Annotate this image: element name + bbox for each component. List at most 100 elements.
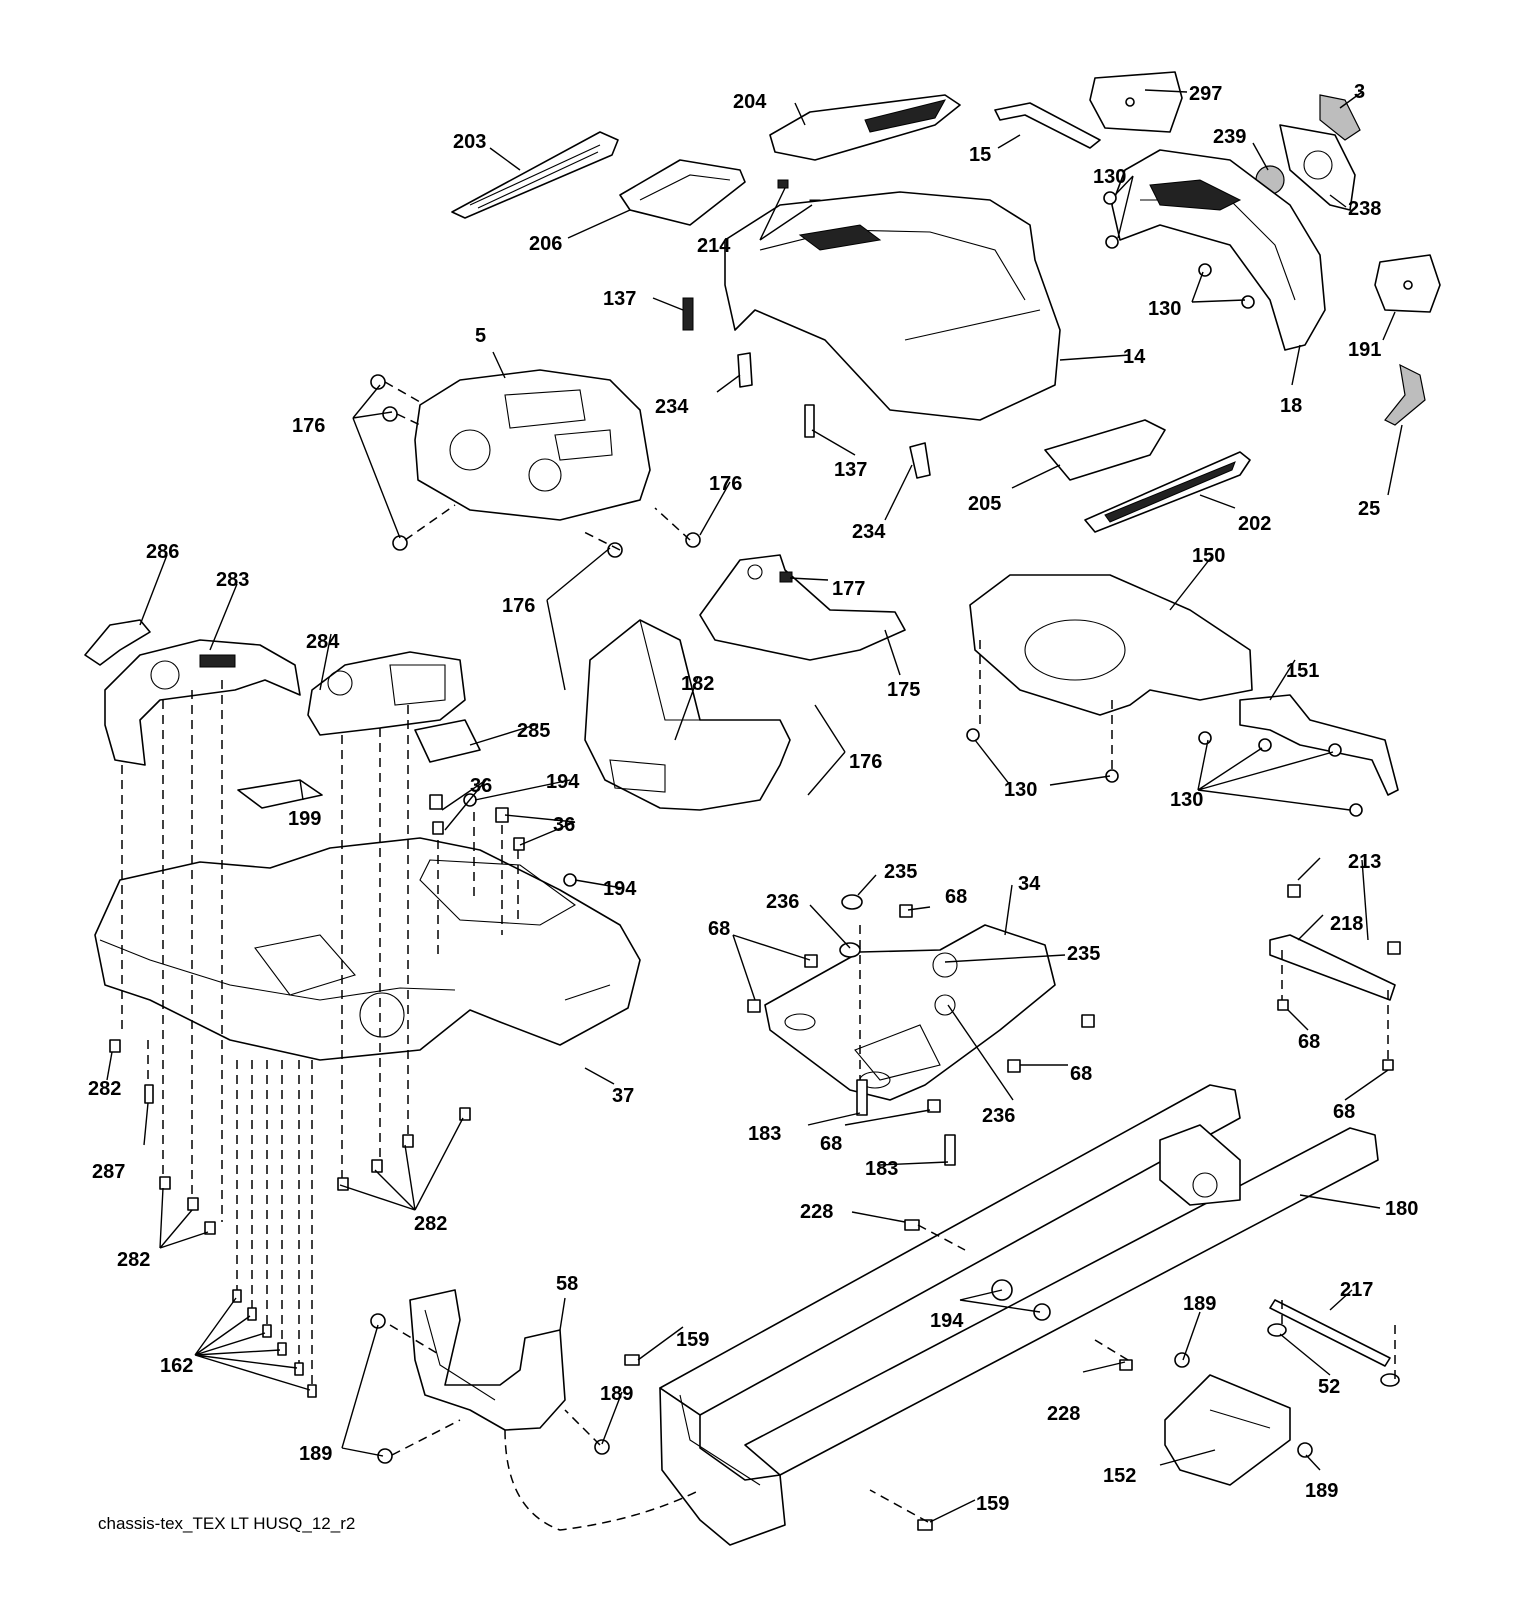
callout-297: 297 <box>1189 83 1222 105</box>
callout-130-b: 130 <box>1148 298 1181 320</box>
callout-3: 3 <box>1354 81 1365 103</box>
callout-189-a: 189 <box>1183 1293 1216 1315</box>
callout-234-a: 234 <box>655 396 689 418</box>
callout-52: 52 <box>1318 1376 1340 1398</box>
callout-282-c: 282 <box>117 1249 150 1271</box>
callout-130-c: 130 <box>1004 779 1037 801</box>
callout-199: 199 <box>288 808 321 830</box>
callout-194-c: 194 <box>930 1310 964 1332</box>
callout-137-a: 137 <box>603 288 636 310</box>
part-14-hood <box>724 191 1061 421</box>
callout-177: 177 <box>832 578 865 600</box>
callout-68-d: 68 <box>1070 1063 1092 1085</box>
part-285-seal <box>414 719 481 763</box>
callout-15: 15 <box>969 144 991 166</box>
callout-68-c: 68 <box>1298 1031 1320 1053</box>
part-177-clip <box>779 571 793 583</box>
part-297-decal <box>1089 71 1183 133</box>
part-202-lower-grille <box>1084 451 1251 533</box>
callout-235-b: 235 <box>1067 943 1100 965</box>
callout-37: 37 <box>612 1085 634 1107</box>
callout-189-c: 189 <box>299 1443 332 1465</box>
part-283-fender-cover <box>104 639 301 766</box>
callout-159-a: 159 <box>676 1329 709 1351</box>
callout-130-a: 130 <box>1093 166 1126 188</box>
callout-68-b: 68 <box>708 918 730 940</box>
callout-130-d: 130 <box>1170 789 1203 811</box>
part-194-nuts <box>991 1279 1051 1321</box>
callout-162: 162 <box>160 1355 193 1377</box>
callout-176-d: 176 <box>849 751 882 773</box>
part-5-dashboard <box>414 369 651 521</box>
part-176-fasteners-b <box>607 532 701 558</box>
part-205-grille <box>1044 419 1166 481</box>
callout-214: 214 <box>697 235 731 257</box>
part-3-emblem <box>1319 94 1361 141</box>
callout-176-a: 176 <box>292 415 325 437</box>
callout-176-c: 176 <box>502 595 535 617</box>
part-130-screws <box>966 191 1363 817</box>
callout-282-a: 282 <box>88 1078 121 1100</box>
callout-36-a: 36 <box>470 775 492 797</box>
callout-189-d: 189 <box>1305 1480 1338 1502</box>
callout-180: 180 <box>1385 1198 1418 1220</box>
part-152-cover <box>1164 1374 1291 1486</box>
part-183-bolts <box>856 1079 956 1166</box>
callout-204: 204 <box>733 91 767 113</box>
callout-191: 191 <box>1348 339 1381 361</box>
callout-175: 175 <box>887 679 920 701</box>
part-286-cap <box>84 619 151 666</box>
callout-228-b: 228 <box>1047 1403 1080 1425</box>
part-58-bracket <box>409 1289 566 1431</box>
callout-235-a: 235 <box>884 861 917 883</box>
callout-194-a: 194 <box>546 771 580 793</box>
part-238-grill-cover <box>1279 124 1356 211</box>
callout-287: 287 <box>92 1161 125 1183</box>
diagram-reference-id: chassis-tex_TEX LT HUSQ_12_r2 <box>98 1514 356 1533</box>
part-34-seat-plate <box>764 924 1056 1101</box>
part-25-trim <box>1384 363 1426 426</box>
part-137-pin-a <box>682 297 694 331</box>
part-217-rod <box>1269 1299 1391 1367</box>
callout-282-b: 282 <box>414 1213 447 1235</box>
callout-205: 205 <box>968 493 1001 515</box>
part-37-body-fender <box>94 837 641 1061</box>
callout-182: 182 <box>681 673 714 695</box>
callout-150: 150 <box>1192 545 1225 567</box>
callout-14: 14 <box>1123 346 1146 368</box>
callout-68-e: 68 <box>1333 1101 1355 1123</box>
callout-183-a: 183 <box>748 1123 781 1145</box>
callout-189-b: 189 <box>600 1383 633 1405</box>
callout-234-b: 234 <box>852 521 886 543</box>
callout-236-b: 236 <box>982 1105 1015 1127</box>
callout-34: 34 <box>1018 873 1041 895</box>
part-180-frame <box>659 1084 1379 1546</box>
part-284-fender-cover <box>307 651 466 736</box>
callout-183-b: 183 <box>865 1158 898 1180</box>
callout-285: 285 <box>517 720 550 742</box>
part-203-grille-strip <box>451 131 619 219</box>
part-176-fasteners-a <box>370 374 408 551</box>
leader-lines <box>106 89 1403 1523</box>
callout-228-a: 228 <box>800 1201 833 1223</box>
part-206-headlight-housing <box>619 159 746 226</box>
part-282-287-162-fasteners <box>109 1039 471 1398</box>
callout-159-b: 159 <box>976 1493 1009 1515</box>
callout-151: 151 <box>1286 660 1319 682</box>
callout-36-b: 36 <box>553 814 575 836</box>
callout-labels: 297 3 204 203 15 239 130 238 206 214 137… <box>88 81 1418 1515</box>
part-191-decal <box>1374 254 1441 313</box>
part-175-bracket <box>699 554 906 661</box>
callout-152: 152 <box>1103 1465 1136 1487</box>
callout-213: 213 <box>1348 851 1381 873</box>
callout-236-a: 236 <box>766 891 799 913</box>
callout-203: 203 <box>453 131 486 153</box>
callout-206: 206 <box>529 233 562 255</box>
callout-202: 202 <box>1238 513 1271 535</box>
part-15-trim <box>994 102 1101 149</box>
callout-176-b: 176 <box>709 473 742 495</box>
part-182-lower-dash <box>584 619 791 811</box>
callout-68-f: 68 <box>820 1133 842 1155</box>
part-151-bracket <box>1239 694 1399 796</box>
